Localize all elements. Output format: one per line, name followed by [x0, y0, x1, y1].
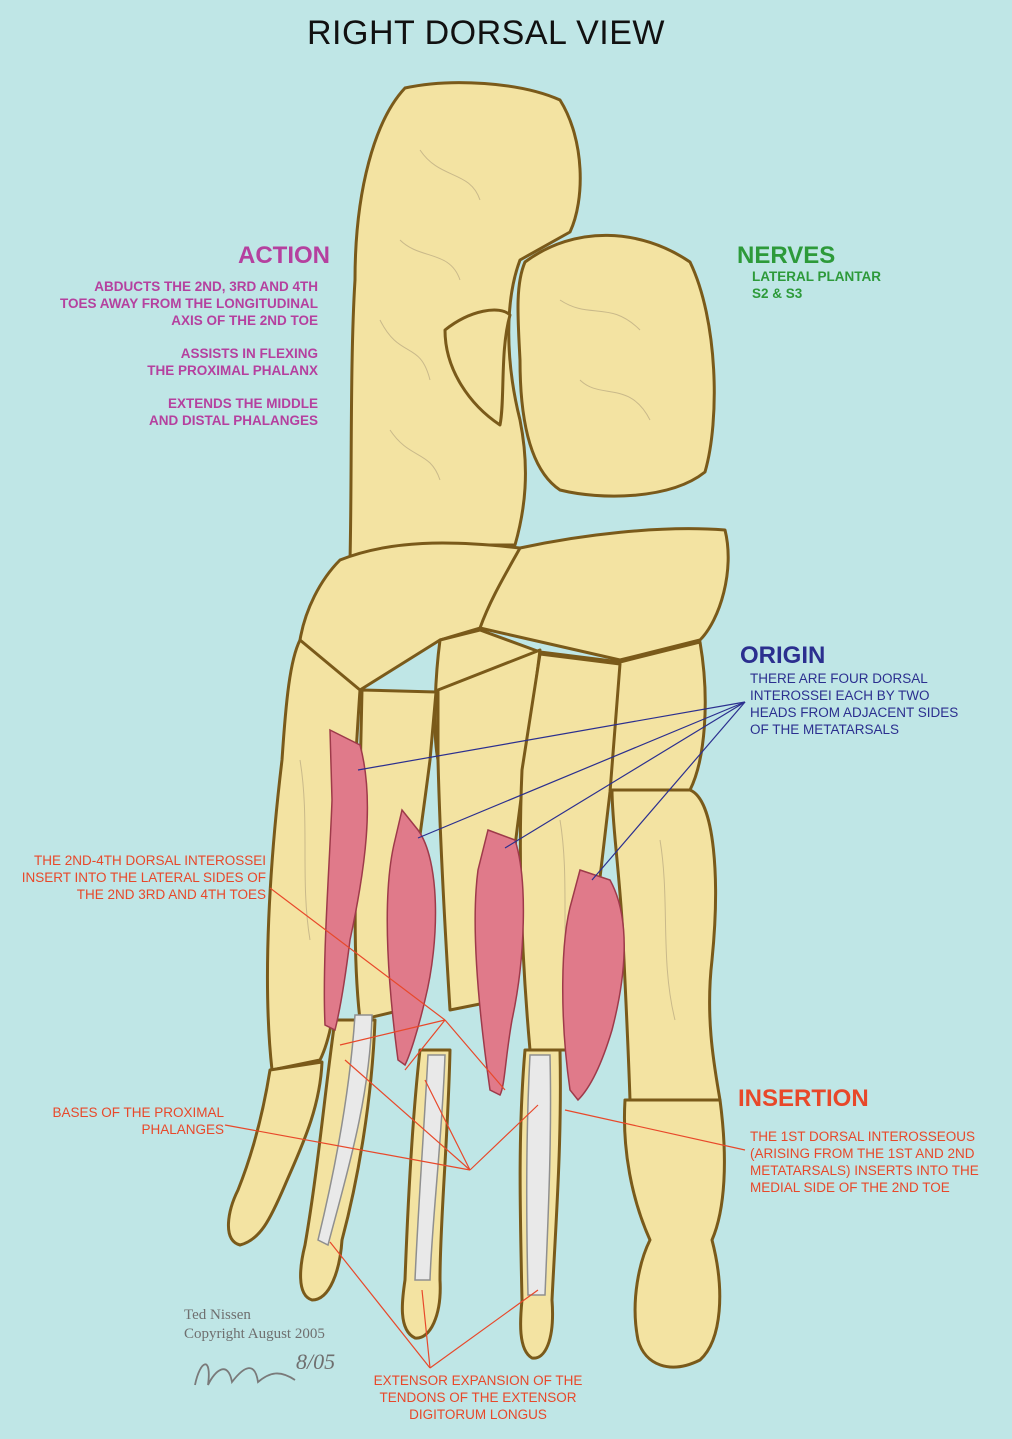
talus-bone	[516, 233, 716, 498]
big-toe	[623, 1098, 726, 1369]
proximal-bases-label: BASES OF THE PROXIMAL PHALANGES	[20, 1104, 224, 1154]
action-paragraph-1: ABDUCTS THE 2ND, 3RD AND 4TH TOES AWAY F…	[59, 279, 318, 328]
cuneiform-lateral	[478, 527, 730, 662]
dorsal-interosseous-1	[562, 869, 625, 1102]
navicular-notch	[443, 308, 512, 427]
action-heading: ACTION	[238, 242, 330, 269]
lateral-insert-label: THE 2ND-4TH DORSAL INTEROSSEI INSERT INT…	[6, 852, 266, 919]
extensor-text: EXTENSOR EXPANSION OF THE TENDONS OF THE…	[373, 1373, 583, 1422]
origin-description: THERE ARE FOUR DORSAL INTEROSSEI EACH BY…	[750, 670, 1000, 754]
lateral-insert-text: THE 2ND-4TH DORSAL INTEROSSEI INSERT INT…	[21, 853, 266, 902]
insertion-heading: INSERTION	[738, 1085, 869, 1112]
action-paragraph-3: EXTENDS THE MIDDLE AND DISTAL PHALANGES	[148, 396, 318, 428]
proximal-bases-text: BASES OF THE PROXIMAL PHALANGES	[52, 1105, 224, 1137]
signature-date: 8/05	[296, 1349, 336, 1374]
extensor-expansion-label: EXTENSOR EXPANSION OF THE TENDONS OF THE…	[352, 1372, 604, 1439]
tendon-second-toe	[525, 1054, 552, 1296]
origin-heading: ORIGIN	[740, 642, 826, 669]
dorsal-interosseous-2	[474, 829, 525, 1097]
insertion-description: THE 1ST DORSAL INTEROSSEOUS (ARISING FRO…	[750, 1128, 1005, 1212]
dorsal-interosseous-3	[386, 808, 437, 1067]
fifth-toe	[226, 1060, 324, 1247]
dorsal-interosseous-4	[323, 728, 369, 1032]
nerves-text: LATERAL PLANTAR S2 & S3	[752, 269, 881, 301]
action-paragraph-2: ASSISTS IN FLEXING THE PROXIMAL PHALANX	[147, 346, 318, 378]
author-credit: Ted Nissen Copyright August 2005	[184, 1307, 325, 1342]
nerves-heading: NERVES	[737, 242, 836, 269]
origin-text: THERE ARE FOUR DORSAL INTEROSSEI EACH BY…	[750, 671, 959, 737]
signature-scribble	[194, 1363, 296, 1386]
nerves-description: LATERAL PLANTAR S2 & S3	[752, 268, 992, 318]
page-title: RIGHT DORSAL VIEW	[307, 14, 665, 52]
insertion-text: THE 1ST DORSAL INTEROSSEOUS (ARISING FRO…	[750, 1129, 979, 1195]
action-description: ABDUCTS THE 2ND, 3RD AND 4TH TOES AWAY F…	[20, 278, 318, 445]
tendon-third-toe	[414, 1054, 446, 1281]
